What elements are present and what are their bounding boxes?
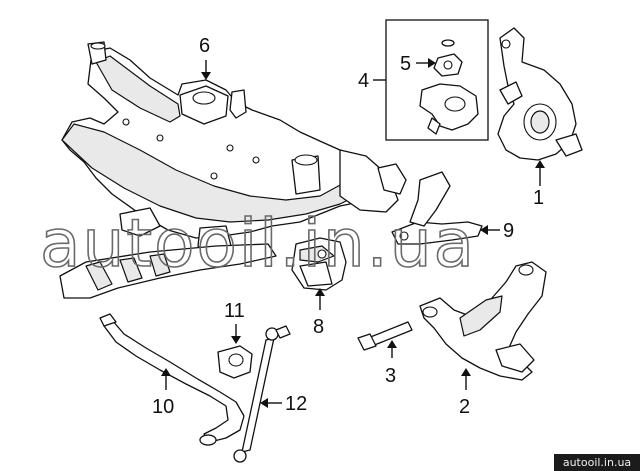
callout-label-10: 10: [152, 396, 174, 418]
bushing-part-11: [217, 345, 253, 379]
callout-5: 5: [400, 53, 436, 75]
footer-watermark-tag: autooil.in.ua: [554, 454, 640, 471]
callout-label-4: 4: [358, 70, 369, 92]
callout-label-11: 11: [224, 300, 245, 322]
lower-shield-panel: [59, 243, 277, 299]
stabilizer-link-part-12: [233, 325, 291, 463]
callout-8: 8: [313, 288, 325, 338]
bolt-part-3: [357, 321, 413, 351]
callout-10: 10: [152, 368, 174, 418]
callout-1: 1: [533, 160, 545, 209]
callout-label-9: 9: [503, 220, 514, 242]
steering-knuckle-part-1: [497, 27, 583, 161]
callout-9: 9: [480, 220, 514, 242]
callout-6: 6: [199, 35, 211, 80]
callout-label-8: 8: [313, 316, 324, 338]
callout-label-3: 3: [385, 365, 396, 387]
callout-11: 11: [224, 300, 245, 344]
callout-3: 3: [385, 340, 397, 387]
crossmember-part-6: [61, 41, 407, 259]
lower-control-arm-part-2: [419, 261, 547, 381]
callout-label-12: 12: [285, 393, 307, 415]
callout-label-6: 6: [199, 35, 210, 57]
stabilizer-bar-part-10: [99, 313, 245, 446]
callout-12: 12: [260, 393, 307, 415]
callout-label-1: 1: [533, 187, 544, 209]
ball-joint-part-4: [419, 39, 479, 135]
watermark-text: autooil.in.ua: [40, 205, 476, 282]
callout-label-5: 5: [400, 53, 411, 75]
callout-4: 4: [358, 70, 386, 92]
callout-label-2: 2: [459, 396, 470, 418]
brace-part-9: [391, 171, 483, 245]
callout-2: 2: [459, 368, 471, 418]
mount-bracket-part-8: [291, 237, 347, 291]
